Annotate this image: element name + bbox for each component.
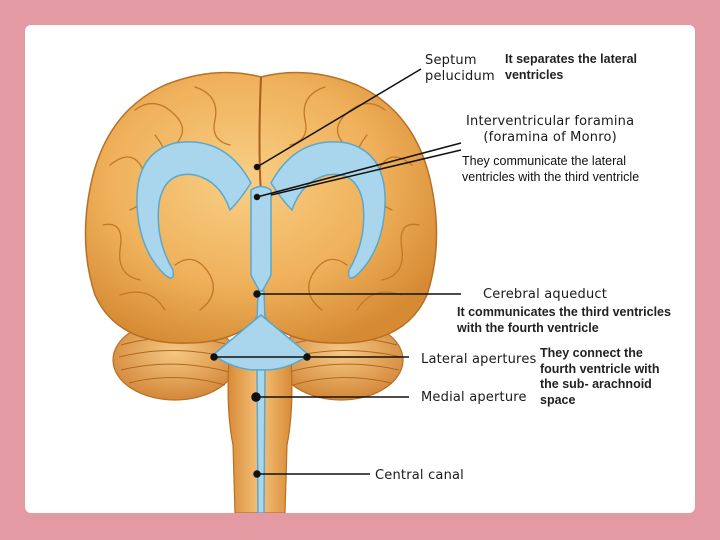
pointer-lines	[210, 68, 462, 478]
third-ventricle	[250, 185, 272, 295]
medial-aperture-label: Medial aperture	[421, 390, 527, 405]
interventricular-foramina-label: Interventricular foramina (foramina of M…	[466, 114, 635, 146]
right-lateral-ventricle	[270, 141, 386, 279]
lateral-apertures-label: Lateral apertures	[421, 352, 537, 367]
cerebral-aqueduct-label: Cerebral aqueduct	[483, 287, 608, 302]
central-canal-label: Central canal	[375, 468, 464, 483]
left-lateral-ventricle	[136, 141, 252, 279]
cerebral-aqueduct-description: It communicates the third ventricles wit…	[457, 305, 671, 335]
brain-ventricles-illustration	[84, 68, 462, 513]
apertures-description: They connect the fourth ventricle with t…	[540, 346, 660, 407]
septum-pelucidum-description: It separates the lateral ventricles	[505, 52, 638, 82]
septum-pelucidum-label: Septum pelucidum	[425, 53, 495, 85]
slide-panel: Septum pelucidum It separates the latera…	[25, 25, 695, 513]
interventricular-foramina-description: They communicate the lateral ventricles …	[462, 154, 640, 184]
central-canal-channel	[256, 369, 266, 513]
